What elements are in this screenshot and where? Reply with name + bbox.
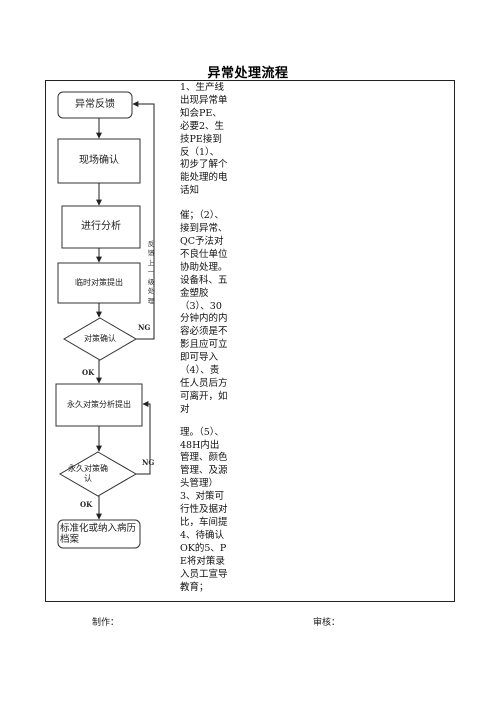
- node-temp: 临时对策提出: [75, 278, 123, 288]
- note-block-3: 理。（5）、48H内出管理、颜色管理、及源头管理）: [180, 426, 228, 490]
- note-block-1: 1、生产线出现异常单知会PE、必要2、生技PE接到反（1）、初步了解个能处理的电…: [180, 82, 228, 197]
- node-permanent-box: [55, 383, 143, 427]
- page-title: 异常处理流程: [207, 66, 289, 81]
- edge-label-ok-2: OK: [80, 500, 93, 509]
- node-analysis: 进行分析: [81, 221, 121, 232]
- node-permanent: 永久对策分析提出: [67, 400, 131, 410]
- node-feedback-box: [57, 91, 133, 119]
- node-confirm: 对策确认: [84, 334, 116, 344]
- edge-label-ng-1: NG: [138, 323, 151, 332]
- node-perm-confirm-diamond: [59, 451, 137, 497]
- node-standard-box: [57, 519, 141, 549]
- edge-label-ok-1: OK: [82, 368, 95, 377]
- note-block-2: 催；（2）、接到异常、QC予法对不良仕单位协助处理。设备科、五金塑胶（3）、30…: [180, 210, 228, 415]
- footer-maker: 制作：: [92, 618, 120, 628]
- node-feedback: 异常反馈: [75, 99, 115, 110]
- node-standard: 标准化或纳入病历档案: [60, 522, 137, 545]
- side-note-escalate: 反馈上一级处理: [147, 240, 155, 305]
- node-confirm-diamond: [63, 317, 137, 361]
- node-temp-box: [57, 262, 141, 304]
- flowchart-frame: [45, 80, 455, 602]
- edge-label-ng-2: NG: [142, 458, 155, 467]
- footer-reviewer: 审核：: [313, 618, 341, 628]
- node-perm-confirm: 永久对策确认: [68, 464, 108, 483]
- node-onsite: 现场确认: [79, 155, 119, 166]
- edge-ng-loop-2: [136, 401, 151, 475]
- node-analysis-box: [61, 205, 141, 249]
- edge-ng-loop-1: [132, 101, 155, 340]
- process-notes: 1、生产线出现异常单知会PE、必要2、生技PE接到反（1）、初步了解个能处理的电…: [180, 82, 228, 594]
- note-block-4: 3、对策可行性及据对比，车间提4、待确认OK的5、PE将对策录入员工宣导教育；: [180, 491, 228, 593]
